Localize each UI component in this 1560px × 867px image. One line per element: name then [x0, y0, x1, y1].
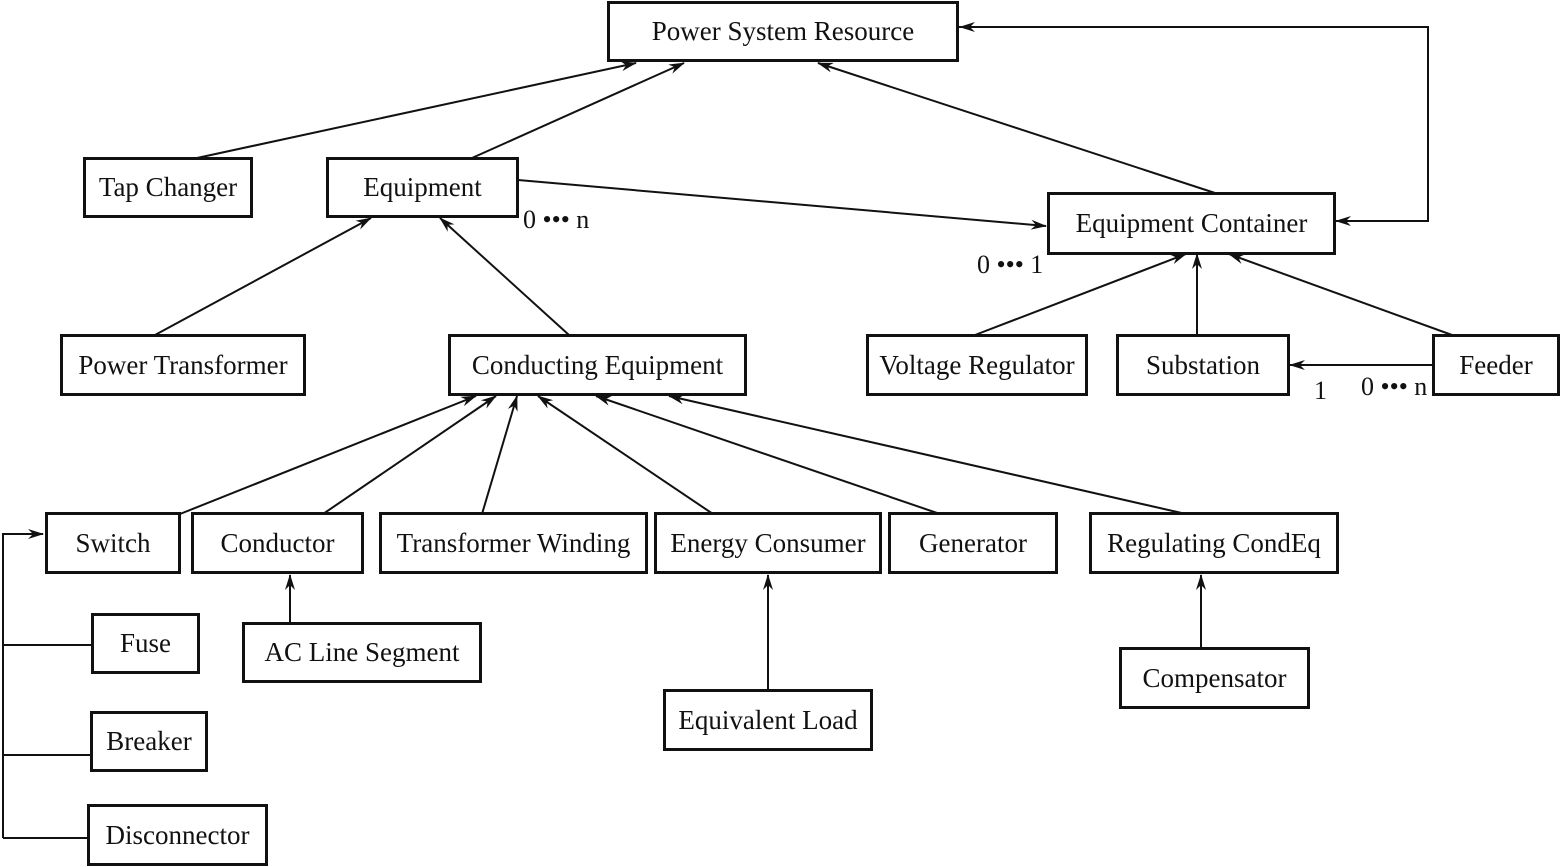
edge-switch-conducting [179, 395, 477, 515]
equipment-box: Equipment [326, 157, 519, 218]
disconnector-box: Disconnector [87, 804, 268, 866]
transformer-winding-box: Transformer Winding [379, 512, 648, 574]
breaker-box: Breaker [90, 711, 208, 772]
edge-equipment-container [517, 179, 1047, 230]
fuse-box: Fuse [91, 613, 200, 674]
compensator-box: Compensator [1119, 647, 1310, 709]
edge-generator-conducting [595, 395, 941, 515]
edge-powertransformer-equipment [154, 217, 372, 336]
edge-container-self [958, 26, 1429, 226]
ac-line-segment-box: AC Line Segment [242, 622, 482, 683]
edge-equipment-psr [471, 62, 685, 159]
regulating-condeq-box: Regulating CondEq [1089, 512, 1339, 574]
generator-box: Generator [888, 512, 1058, 574]
edge-conductor-conducting [322, 395, 497, 515]
feeder-box: Feeder [1432, 334, 1560, 396]
edge-feeder-container [1228, 253, 1453, 336]
equivalent-load-box: Equivalent Load [663, 689, 873, 751]
voltage-regulator-box: Voltage Regulator [866, 334, 1088, 396]
power-system-resource-box: Power System Resource [607, 1, 959, 62]
power-transformer-box: Power Transformer [60, 334, 306, 396]
edge-container-psr [817, 62, 1216, 194]
energy-consumer-box: Energy Consumer [654, 512, 882, 574]
conductor-box: Conductor [191, 512, 364, 574]
edge-consumer-conducting [537, 395, 714, 515]
edge-regulating-conducting [668, 394, 1187, 515]
edge-tapchanger-psr [196, 61, 637, 159]
edge-switch-bus [2, 529, 44, 838]
multiplicity-substation-end: 1 [1314, 376, 1327, 405]
conducting-equipment-box: Conducting Equipment [448, 334, 747, 396]
switch-box: Switch [45, 512, 181, 574]
edge-voltageregulator-container [974, 253, 1187, 336]
equipment-container-box: Equipment Container [1047, 192, 1336, 255]
tap-changer-box: Tap Changer [83, 157, 253, 218]
multiplicity-feeder-end: 0 ••• n [1361, 372, 1428, 401]
edge-winding-conducting [481, 395, 518, 515]
multiplicity-container-end: 0 ••• 1 [977, 250, 1044, 279]
multiplicity-equipment-end: 0 ••• n [523, 205, 590, 234]
substation-box: Substation [1116, 334, 1290, 396]
edge-conducting-equipment [439, 217, 570, 336]
